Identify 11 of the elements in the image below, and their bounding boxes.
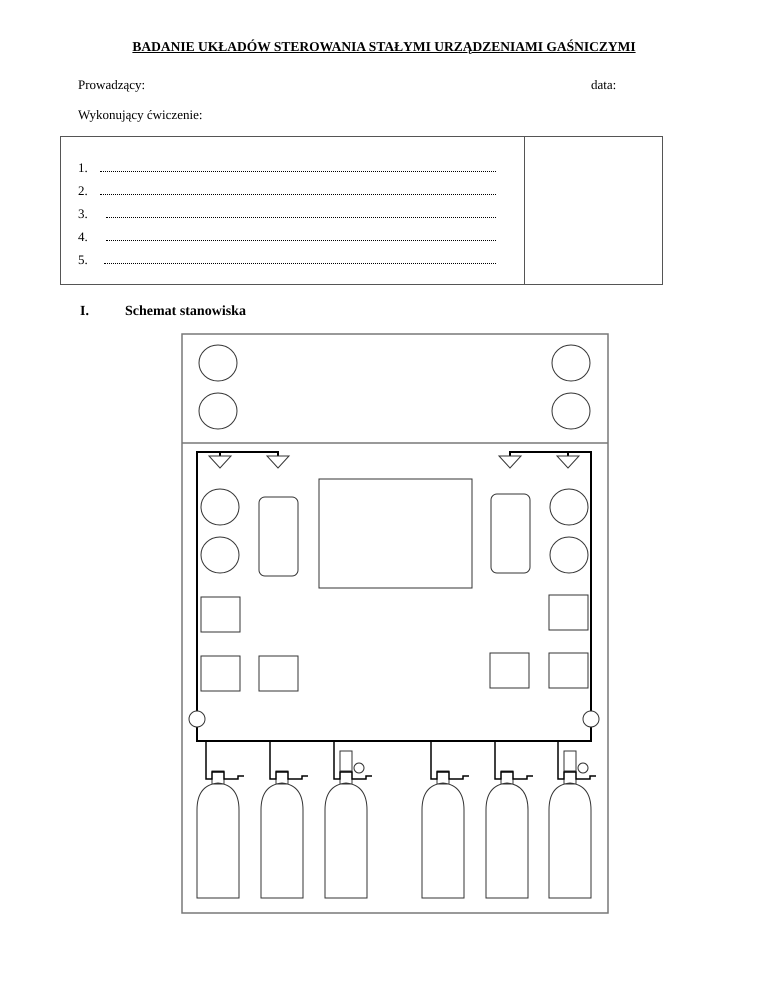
list-number: 5. xyxy=(78,253,88,266)
form-label: Wykonujący ćwiczenie: xyxy=(78,108,202,121)
list-number: 4. xyxy=(78,230,88,243)
form-label: Prowadzący: xyxy=(78,78,146,91)
page-title: BADANIE UKŁADÓW STEROWANIA STAŁYMI URZĄDZENIAMI GAŚNICZYMI xyxy=(131,40,637,54)
form-label: data: xyxy=(591,78,616,91)
list-number: 1. xyxy=(78,161,88,174)
section-heading: Schemat stanowiska xyxy=(125,305,246,319)
section-number: I. xyxy=(80,305,89,319)
list-number: 2. xyxy=(78,184,88,197)
list-number: 3. xyxy=(78,207,88,220)
